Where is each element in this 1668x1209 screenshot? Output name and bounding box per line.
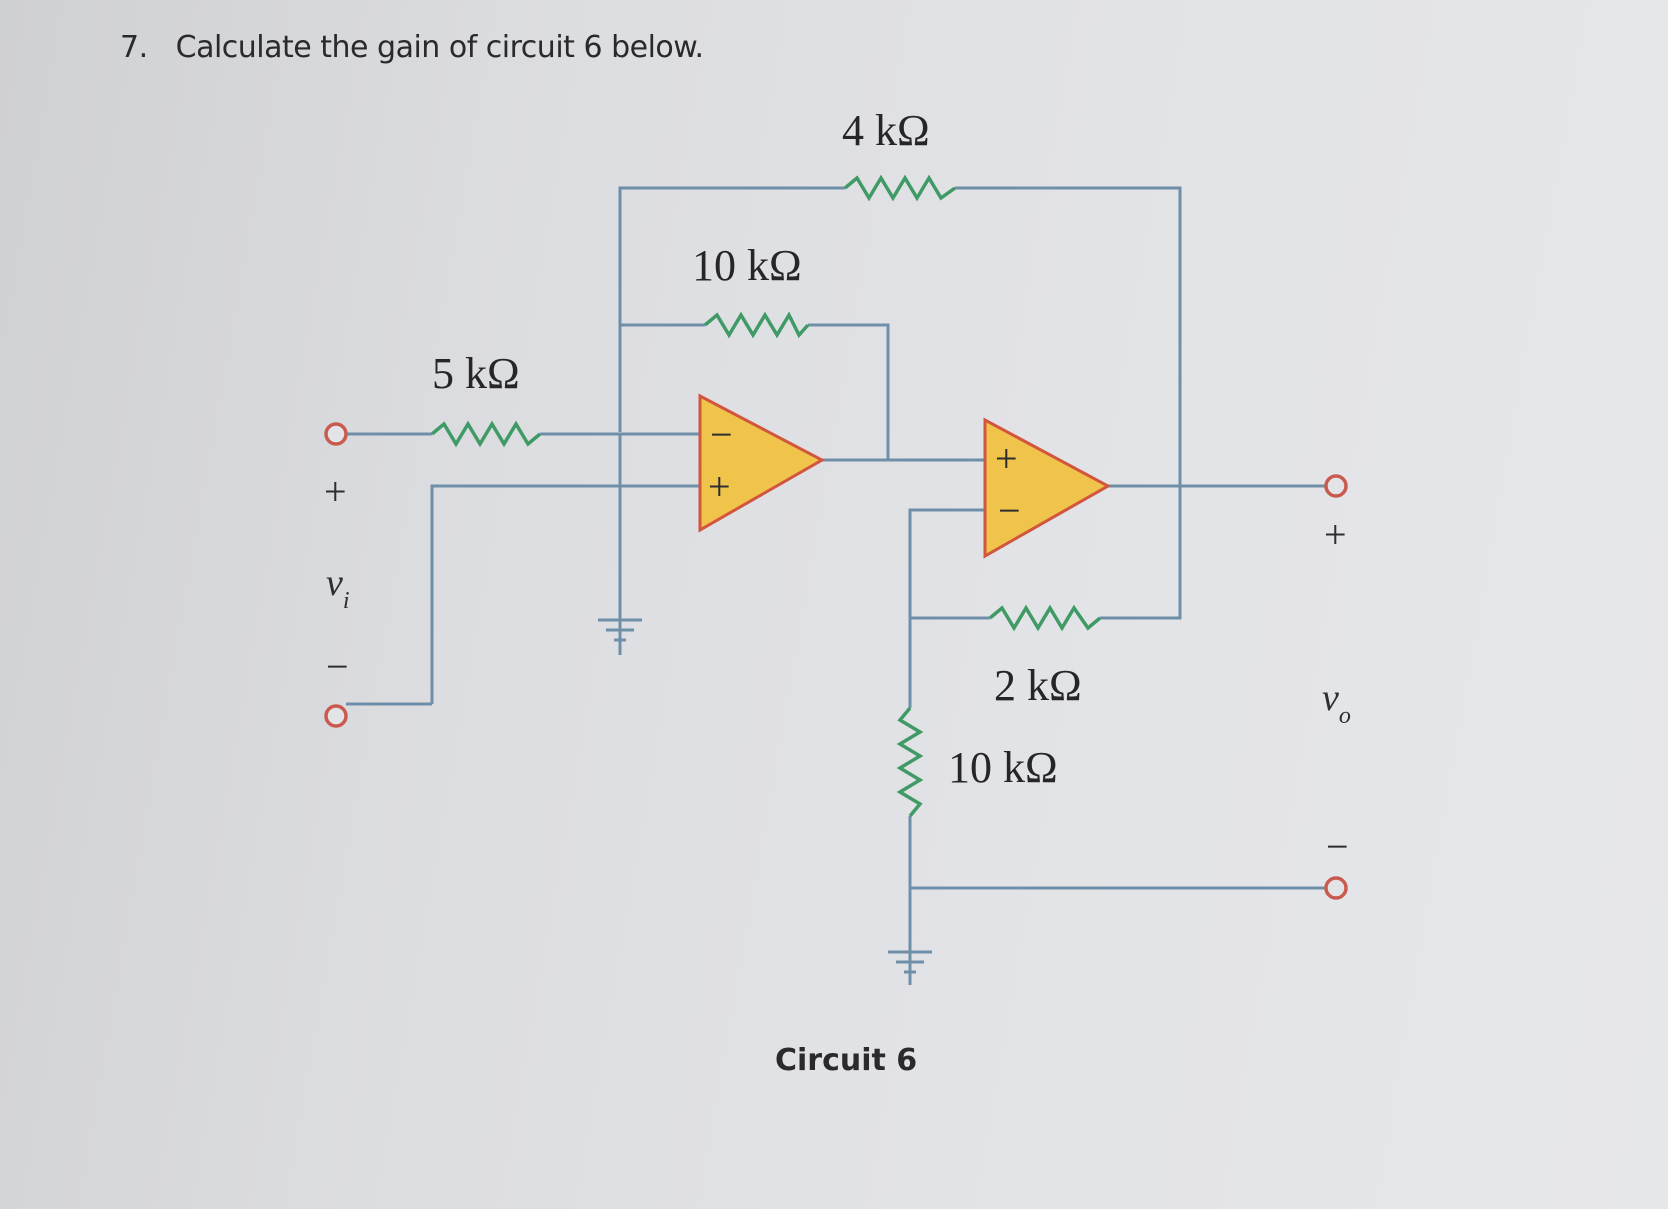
output-plus-sign: +	[1324, 512, 1347, 557]
input-terminal-plus	[324, 422, 348, 446]
ground-symbol-2	[888, 948, 932, 985]
opamp-1: − +	[698, 393, 826, 533]
resistor-5k	[430, 420, 542, 448]
label-5k: 5 kΩ	[432, 349, 520, 398]
output-voltage-label: vo	[1322, 677, 1351, 729]
resistor-10k-feedback	[703, 311, 810, 339]
input-minus-sign: −	[326, 644, 349, 689]
question-prompt: Calculate the gain of circuit 6 below.	[175, 30, 704, 65]
wire-inner-feedback-right	[808, 323, 890, 460]
question-number: 7.	[120, 30, 148, 65]
output-terminal-plus	[1324, 474, 1348, 498]
resistor-2k	[988, 604, 1102, 632]
question-text: 7. Calculate the gain of circuit 6 below.	[120, 30, 704, 65]
label-2k: 2 kΩ	[994, 661, 1082, 710]
wire-outer-feedback	[618, 186, 845, 432]
input-voltage-label: vi	[326, 562, 350, 614]
output-minus-sign: −	[1326, 824, 1349, 869]
wire-opamp2-inv	[908, 508, 985, 708]
opamp1-minus-sign: −	[710, 412, 733, 457]
input-plus-sign: +	[324, 469, 347, 514]
label-4k: 4 kΩ	[842, 106, 930, 155]
wire-opamp1-noninv	[430, 484, 700, 704]
wires	[346, 186, 1325, 948]
opamp2-minus-sign: −	[998, 488, 1021, 533]
ground-symbol-1	[598, 618, 642, 655]
opamp2-plus-sign: +	[995, 436, 1018, 481]
opamp1-plus-sign: +	[708, 464, 731, 509]
label-10k-feedback: 10 kΩ	[692, 241, 802, 290]
circuit-caption: Circuit 6	[775, 1043, 917, 1078]
resistor-4k	[843, 174, 957, 202]
resistor-10k-ground	[896, 706, 924, 818]
wire-outer-feedback-right	[955, 186, 1182, 620]
label-10k-ground: 10 kΩ	[948, 743, 1058, 792]
input-terminal-minus	[324, 704, 348, 728]
opamp-2: + −	[983, 417, 1112, 559]
output-terminal-minus	[1324, 876, 1348, 900]
